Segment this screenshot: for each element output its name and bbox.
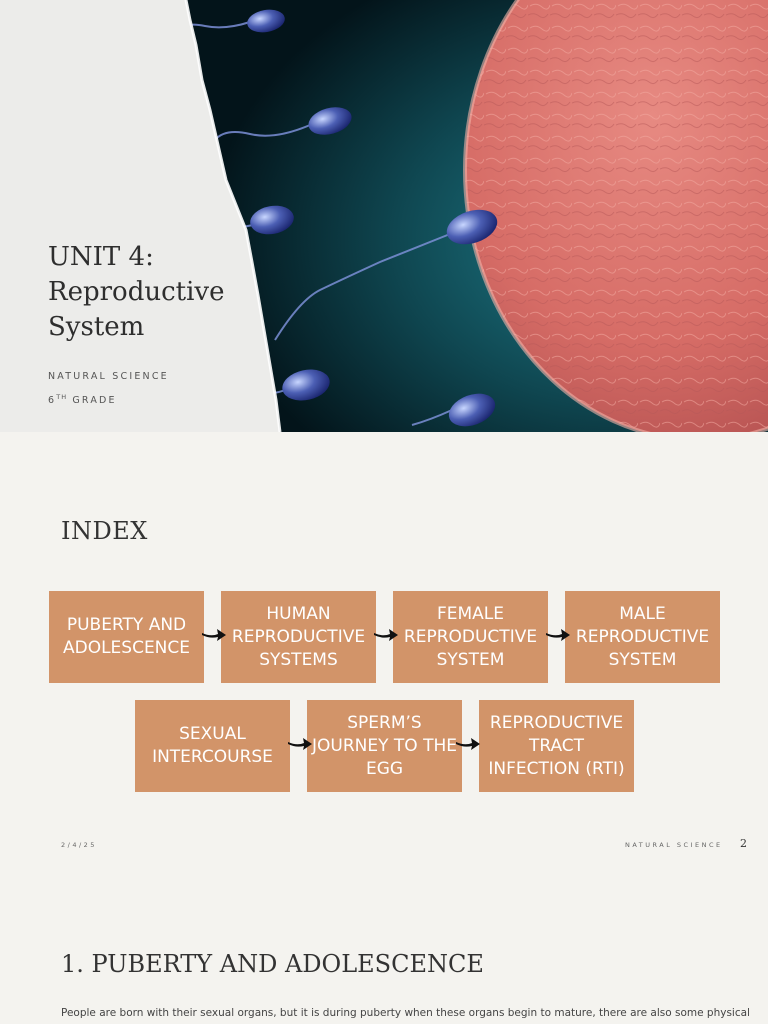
topic-box-rti: REPRODUCTIVE TRACT INFECTION (RTI): [479, 700, 634, 792]
subtitle: NATURAL SCIENCE 6TH GRADE: [48, 367, 248, 411]
title-slide: UNIT 4: Reproductive System NATURAL SCIE…: [0, 0, 768, 432]
subject-label: NATURAL SCIENCE: [48, 371, 169, 382]
topic-box-male-reproductive-system: MALE REPRODUCTIVE SYSTEM: [565, 591, 720, 683]
index-title: INDEX: [61, 517, 148, 545]
arrow-right-icon: [374, 629, 398, 641]
grade-label: 6TH GRADE: [48, 393, 117, 407]
index-slide: INDEX PUBERTY AND ADOLESCENCE HUMAN REPR…: [0, 432, 768, 864]
footer-subject: NATURAL SCIENCE: [625, 841, 723, 849]
arrow-right-icon: [456, 738, 480, 750]
arrow-right-icon: [546, 629, 570, 641]
topic-box-puberty: PUBERTY AND ADOLESCENCE: [49, 591, 204, 683]
sperm-and-egg-image: [0, 0, 768, 432]
topic-box-human-reproductive-systems: HUMAN REPRODUCTIVE SYSTEMS: [221, 591, 376, 683]
topic-box-sexual-intercourse: SEXUAL INTERCOURSE: [135, 700, 290, 792]
section-title: 1. PUBERTY AND ADOLESCENCE: [61, 950, 484, 978]
topic-box-sperm-journey: SPERM’S JOURNEY TO THE EGG: [307, 700, 462, 792]
arrow-right-icon: [202, 629, 226, 641]
puberty-slide: 1. PUBERTY AND ADOLESCENCE People are bo…: [0, 864, 768, 1024]
topic-box-female-reproductive-system: FEMALE REPRODUCTIVE SYSTEM: [393, 591, 548, 683]
unit-title: UNIT 4: Reproductive System: [48, 242, 225, 342]
section-body: People are born with their sexual organs…: [61, 1007, 750, 1019]
title-block: UNIT 4: Reproductive System NATURAL SCIE…: [48, 240, 248, 411]
page-number: 2: [740, 837, 747, 850]
footer-date: 2/4/25: [61, 841, 97, 849]
arrow-right-icon: [288, 738, 312, 750]
